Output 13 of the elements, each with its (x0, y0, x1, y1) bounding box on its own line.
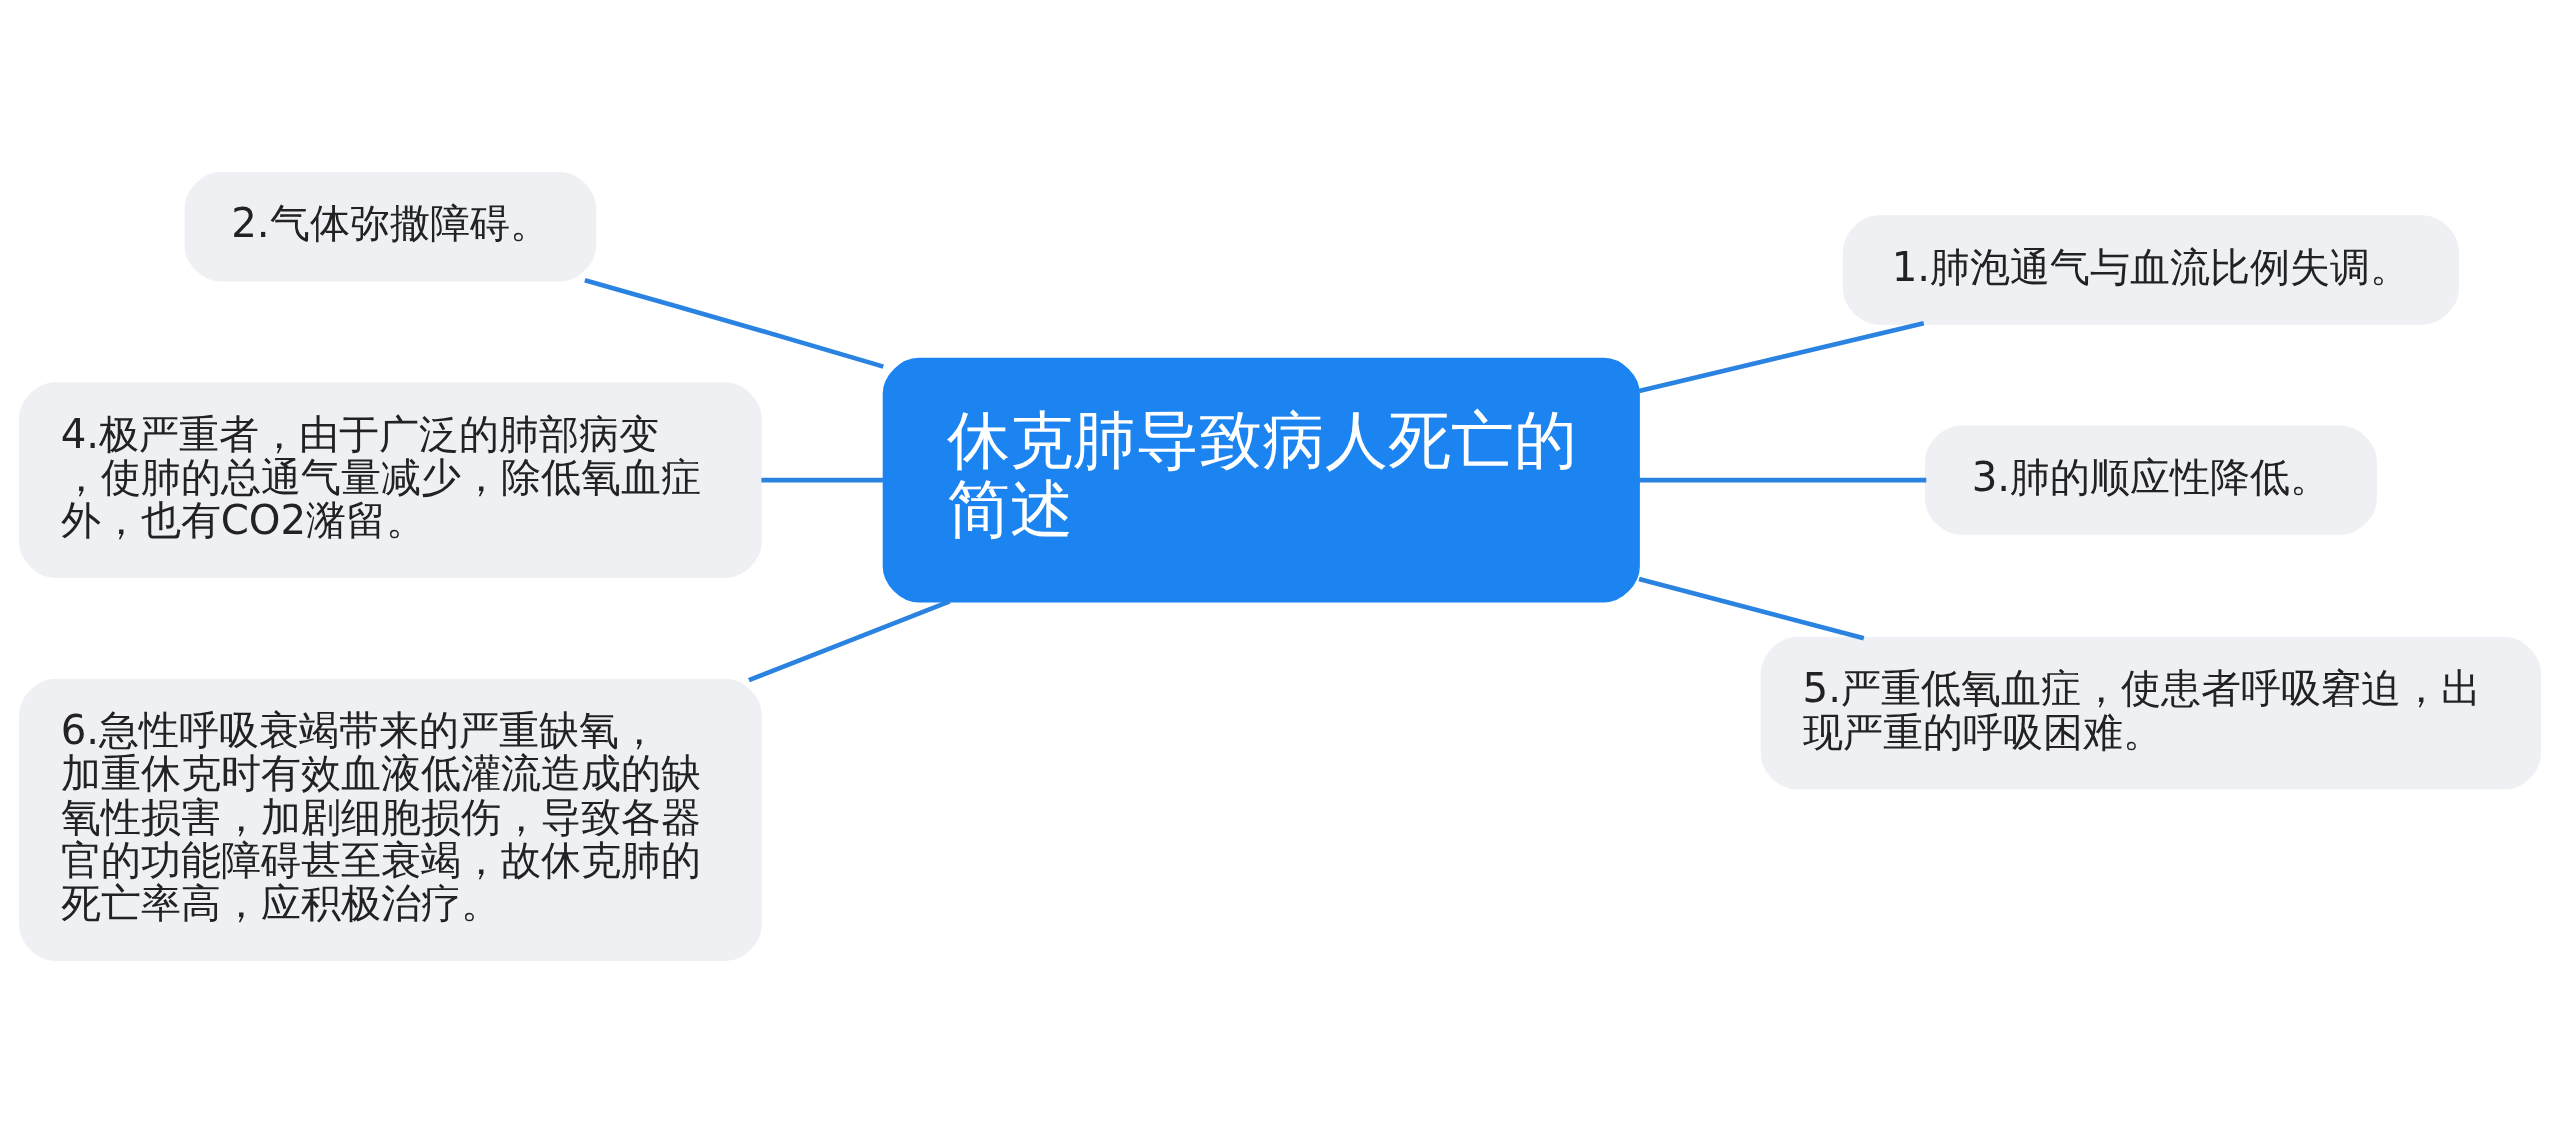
node-box: 4.极严重者，由于广泛的肺部病变，使肺的总通气量减少，除低氧血症外，也有CO2潴留。 (19, 381, 762, 578)
node-box: 6.急性呼吸衰竭带来的严重缺氧，加重休克时有效血液低灌流造成的缺氧性损害，加剧细胞损伤，导致各器官的功能障碍甚至衰竭，故休克肺的死亡率高，应积极治疗。 (19, 678, 762, 961)
connector (1638, 576, 1865, 641)
node-box: 休克肺导致病人死亡的简述 (882, 357, 1640, 602)
connector (748, 598, 951, 682)
connector (1639, 477, 1927, 482)
node-box: 2.气体弥撒障碍。 (184, 171, 597, 281)
node-box: 5.严重低氧血症，使患者呼吸窘迫，出现严重的呼吸困难。 (1760, 636, 2541, 790)
connector (584, 277, 884, 369)
node-box: 3.肺的顺应性降低。 (1924, 424, 2377, 535)
connector (1638, 320, 1925, 393)
connector (761, 477, 884, 482)
node-box: 1.肺泡通气与血流比例失调。 (1842, 214, 2459, 325)
